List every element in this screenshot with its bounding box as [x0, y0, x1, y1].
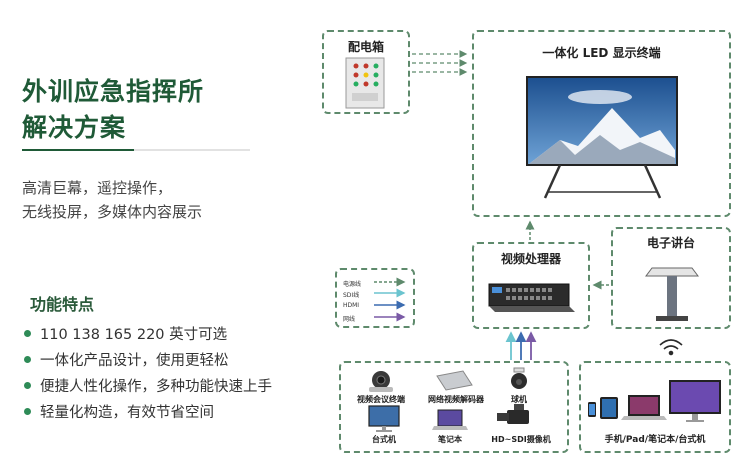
subtitle: 高清巨幕，遥控操作， 无线投屏，多媒体内容展示 — [22, 176, 202, 224]
desktop-computer-icon — [368, 405, 400, 432]
wireless-desktop-icon — [669, 380, 721, 422]
sources-panel — [339, 361, 569, 453]
legend-panel — [335, 268, 415, 328]
subtitle-line-2: 无线投屏，多媒体内容展示 — [22, 203, 203, 221]
bullet-icon — [24, 381, 31, 389]
feature-item: 一体化产品设计，使用更轻松 — [24, 348, 272, 374]
hd-camera-label: HD~SDI摄像机 — [491, 435, 551, 444]
podium-panel — [611, 227, 731, 329]
features-list: 110 138 165 220 英寸可选 一体化产品设计，使用更轻松 便捷人性化… — [24, 322, 272, 426]
desktop-label: 台式机 — [372, 435, 396, 444]
bullet-icon — [24, 329, 31, 337]
feature-item: 轻量化构造，有效节省空间 — [24, 400, 272, 426]
video-processor-label: 视频处理器 — [500, 252, 561, 266]
legend-label-power: 电源线 — [343, 281, 362, 288]
electrical-cabinet-icon — [345, 57, 385, 109]
dome-camera-label: 球机 — [511, 395, 527, 404]
subtitle-line-1: 高清巨幕，遥控操作， — [22, 179, 173, 197]
laptop-label: 笔记本 — [438, 435, 462, 444]
phone-icon — [588, 402, 596, 417]
network-decoder-icon — [436, 370, 473, 391]
legend-label-hdmi: HDMI — [343, 302, 360, 309]
title-line-1: 外训应急指挥所 — [22, 77, 205, 106]
legend-label-sdi: SDI线 — [343, 292, 360, 299]
bullet-icon — [24, 407, 31, 415]
laptop-icon — [432, 409, 468, 430]
feature-item: 便捷人性化操作，多种功能快速上手 — [24, 374, 272, 400]
video-processor-icon — [488, 283, 575, 312]
wireless-laptop-icon — [621, 395, 667, 420]
power-arrows — [412, 50, 468, 76]
conference-terminal-label: 视频会议终端 — [357, 395, 405, 404]
feature-item: 110 138 165 220 英寸可选 — [24, 322, 272, 348]
network-decoder-label: 网络视频解码器 — [428, 395, 484, 404]
distribution-box-label: 配电箱 — [347, 40, 384, 54]
page-title: 外训应急指挥所 解决方案 — [22, 74, 204, 146]
tablet-icon — [600, 397, 618, 419]
podium-label: 电子讲台 — [646, 236, 695, 250]
conference-terminal-icon — [369, 371, 393, 392]
bullet-icon — [24, 355, 31, 363]
title-divider — [22, 149, 250, 151]
video-processor-panel — [472, 242, 590, 329]
led-screen-icon — [526, 76, 678, 199]
hd-camera-icon — [497, 404, 529, 424]
wireless-devices-panel — [579, 361, 731, 453]
wifi-icon — [659, 339, 683, 356]
legend-label-network: 网线 — [343, 316, 356, 323]
dome-camera-icon — [511, 367, 527, 389]
led-display-panel — [472, 30, 731, 217]
podium-icon — [645, 267, 699, 321]
source-to-processor-arrows — [505, 331, 537, 360]
features-heading: 功能特点 — [30, 295, 95, 314]
led-display-label: 一体化 LED 显示终端 — [542, 46, 661, 60]
distribution-box-panel — [322, 30, 410, 114]
wireless-devices-label: 手机/Pad/笔记本/台式机 — [604, 435, 706, 445]
title-line-2: 解决方案 — [22, 113, 127, 142]
legend-arrows — [374, 277, 406, 322]
